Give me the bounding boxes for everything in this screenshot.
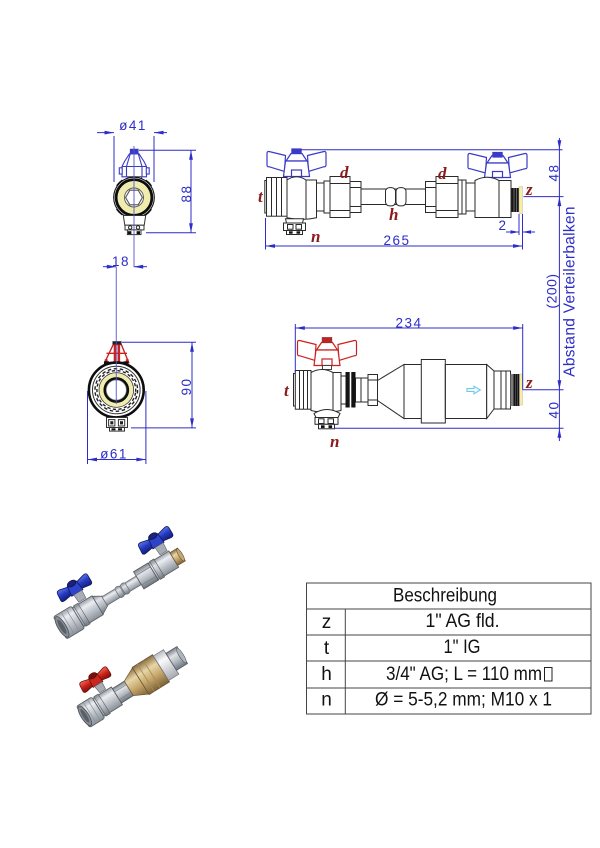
svg-text:88: 88 <box>179 184 194 202</box>
svg-text:Beschreibung: Beschreibung <box>393 586 497 607</box>
svg-text:n: n <box>330 432 339 451</box>
svg-text:z: z <box>525 180 533 199</box>
svg-text:234: 234 <box>395 316 422 331</box>
svg-text:h: h <box>389 205 398 224</box>
svg-text:n: n <box>311 227 320 246</box>
svg-text:2: 2 <box>498 218 507 233</box>
svg-text:Ø = 5-5,2 mm; M10 x 1: Ø = 5-5,2 mm; M10 x 1 <box>375 690 552 711</box>
svg-text:1" AG fld.: 1" AG fld. <box>426 611 500 632</box>
svg-text:d: d <box>438 164 447 183</box>
svg-text:t: t <box>324 638 330 659</box>
svg-text:265: 265 <box>383 233 410 248</box>
svg-text:(200): (200) <box>544 273 560 308</box>
svg-text:90: 90 <box>179 377 194 395</box>
svg-text:48: 48 <box>547 163 562 181</box>
svg-text:h: h <box>321 664 332 685</box>
svg-text:z: z <box>525 373 533 392</box>
svg-text:ø41: ø41 <box>119 118 147 133</box>
svg-text:ø61: ø61 <box>100 447 128 462</box>
svg-text:3/4" AG; L = 110 mm: 3/4" AG; L = 110 mm <box>386 664 542 685</box>
svg-text:n: n <box>321 690 332 711</box>
svg-text:40: 40 <box>547 400 562 418</box>
svg-text:1" IG: 1" IG <box>444 637 481 658</box>
svg-text:t: t <box>258 187 264 206</box>
svg-text:t: t <box>284 381 290 400</box>
svg-text:d: d <box>340 163 349 182</box>
svg-text:z: z <box>322 612 332 633</box>
svg-text:18: 18 <box>112 254 130 269</box>
svg-text:Abstand Verteilerbalken: Abstand Verteilerbalken <box>562 206 579 377</box>
